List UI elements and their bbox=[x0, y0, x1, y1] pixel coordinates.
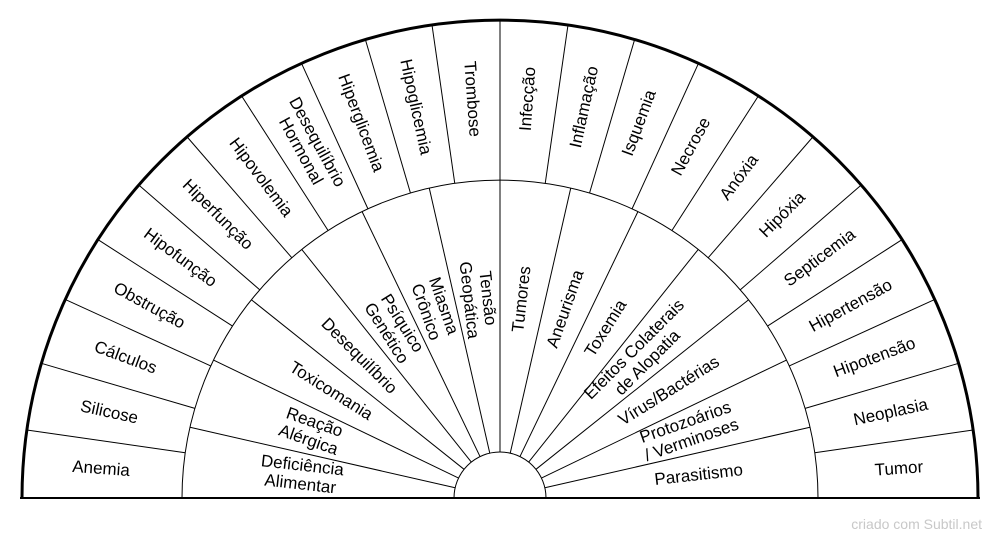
chart-lines bbox=[20, 18, 980, 499]
inner-divider bbox=[519, 211, 639, 457]
inner-divider bbox=[544, 426, 811, 489]
svg-text:Inflamação: Inflamação bbox=[566, 64, 602, 149]
outer-divider bbox=[241, 95, 329, 231]
outer-divider bbox=[431, 24, 456, 184]
outer-label-necrose: Necrose bbox=[667, 114, 714, 179]
outer-label-hiperfuncao: Hiperfunção bbox=[179, 175, 257, 253]
inner-label-parasitismo: Parasitismo bbox=[653, 460, 743, 489]
outer-label-hipoxia: Hipóxia bbox=[755, 187, 809, 241]
outer-divider bbox=[671, 95, 759, 231]
outer-label-hipofuncao: Hipofunção bbox=[140, 224, 220, 291]
svg-text:Hipertensão: Hipertensão bbox=[806, 275, 896, 336]
svg-text:Silicose: Silicose bbox=[79, 396, 140, 427]
inner-divider bbox=[213, 359, 459, 479]
svg-text:Hipóxia: Hipóxia bbox=[755, 187, 809, 241]
outer-label-calculos: Cálculos bbox=[92, 337, 160, 378]
svg-text:Hiperfunção: Hiperfunção bbox=[179, 175, 257, 253]
outer-label-neoplasia: Neoplasia bbox=[852, 395, 930, 430]
outer-label-anemia: Anemia bbox=[72, 457, 131, 480]
hub-arc bbox=[453, 451, 547, 499]
outer-divider bbox=[789, 298, 936, 367]
svg-text:Hipoglicemia: Hipoglicemia bbox=[396, 57, 435, 157]
outer-divider bbox=[707, 136, 814, 258]
svg-text:Tumores: Tumores bbox=[508, 265, 534, 333]
inner-label-tumores: Tumores bbox=[508, 265, 534, 333]
outer-divider bbox=[26, 429, 186, 454]
svg-text:Infecção: Infecção bbox=[516, 66, 540, 131]
outer-label-obstrucao: Obstrução bbox=[110, 278, 188, 332]
svg-text:Anóxia: Anóxia bbox=[716, 150, 763, 203]
outer-divider bbox=[41, 362, 196, 409]
outer-divider bbox=[740, 184, 862, 291]
inner-divider bbox=[189, 426, 456, 489]
outer-divider bbox=[138, 184, 260, 291]
svg-text:Septicemia: Septicemia bbox=[780, 224, 859, 290]
outer-divider bbox=[97, 239, 233, 327]
inner-divider bbox=[509, 187, 572, 454]
outer-label-hipertensao: Hipertensão bbox=[806, 275, 896, 336]
outer-label-inflamacao: Inflamação bbox=[566, 64, 602, 149]
svg-text:Neoplasia: Neoplasia bbox=[852, 395, 930, 430]
inner-divider bbox=[251, 299, 465, 470]
svg-text:Trombose: Trombose bbox=[460, 60, 484, 137]
outer-label-hiperglicemia: Hiperglicemia bbox=[334, 71, 388, 175]
outer-divider bbox=[631, 62, 700, 209]
svg-text:Obstrução: Obstrução bbox=[110, 278, 188, 332]
inner-divider bbox=[361, 211, 481, 457]
inner-divider bbox=[528, 249, 699, 463]
inner-divider bbox=[541, 359, 787, 479]
chart-labels: Anemia Silicose Cálculos ObstruçãoHipofunçã… bbox=[72, 57, 930, 497]
outer-label-trombose: Trombose bbox=[460, 60, 484, 137]
inner-divider bbox=[535, 299, 749, 470]
outer-label-anoxia: Anóxia bbox=[716, 150, 763, 203]
svg-text:Parasitismo: Parasitismo bbox=[653, 460, 743, 489]
svg-text:Hiperglicemia: Hiperglicemia bbox=[334, 71, 388, 175]
svg-text:Hipovolemia: Hipovolemia bbox=[225, 134, 297, 221]
credit-text: criado com Subtil.net bbox=[851, 516, 982, 532]
svg-text:Tumor: Tumor bbox=[874, 457, 924, 479]
outer-divider bbox=[589, 39, 636, 194]
outer-divider bbox=[186, 136, 293, 258]
outer-divider bbox=[804, 362, 959, 409]
outer-label-hipovolemia: Hipovolemia bbox=[225, 134, 297, 221]
svg-text:Anemia: Anemia bbox=[72, 457, 131, 480]
outer-label-tumor: Tumor bbox=[874, 457, 924, 479]
outer-label-infeccao: Infecção bbox=[516, 66, 540, 131]
outer-label-silicose: Silicose bbox=[79, 396, 140, 427]
outer-divider bbox=[300, 62, 369, 209]
svg-text:Cálculos: Cálculos bbox=[92, 337, 160, 378]
svg-text:Hipofunção: Hipofunção bbox=[140, 224, 220, 291]
outer-divider bbox=[544, 24, 569, 184]
outer-divider bbox=[364, 39, 411, 194]
outer-label-hipoglicemia: Hipoglicemia bbox=[396, 57, 435, 157]
inner-divider bbox=[301, 249, 472, 463]
outer-label-septicemia: Septicemia bbox=[780, 224, 859, 290]
outer-label-isquemia: Isquemia bbox=[618, 87, 660, 159]
outer-divider bbox=[64, 298, 211, 367]
outer-divider bbox=[814, 429, 974, 454]
outer-divider bbox=[767, 239, 903, 327]
svg-text:Isquemia: Isquemia bbox=[618, 87, 660, 159]
inner-divider bbox=[428, 187, 491, 454]
svg-text:Necrose: Necrose bbox=[667, 114, 714, 179]
